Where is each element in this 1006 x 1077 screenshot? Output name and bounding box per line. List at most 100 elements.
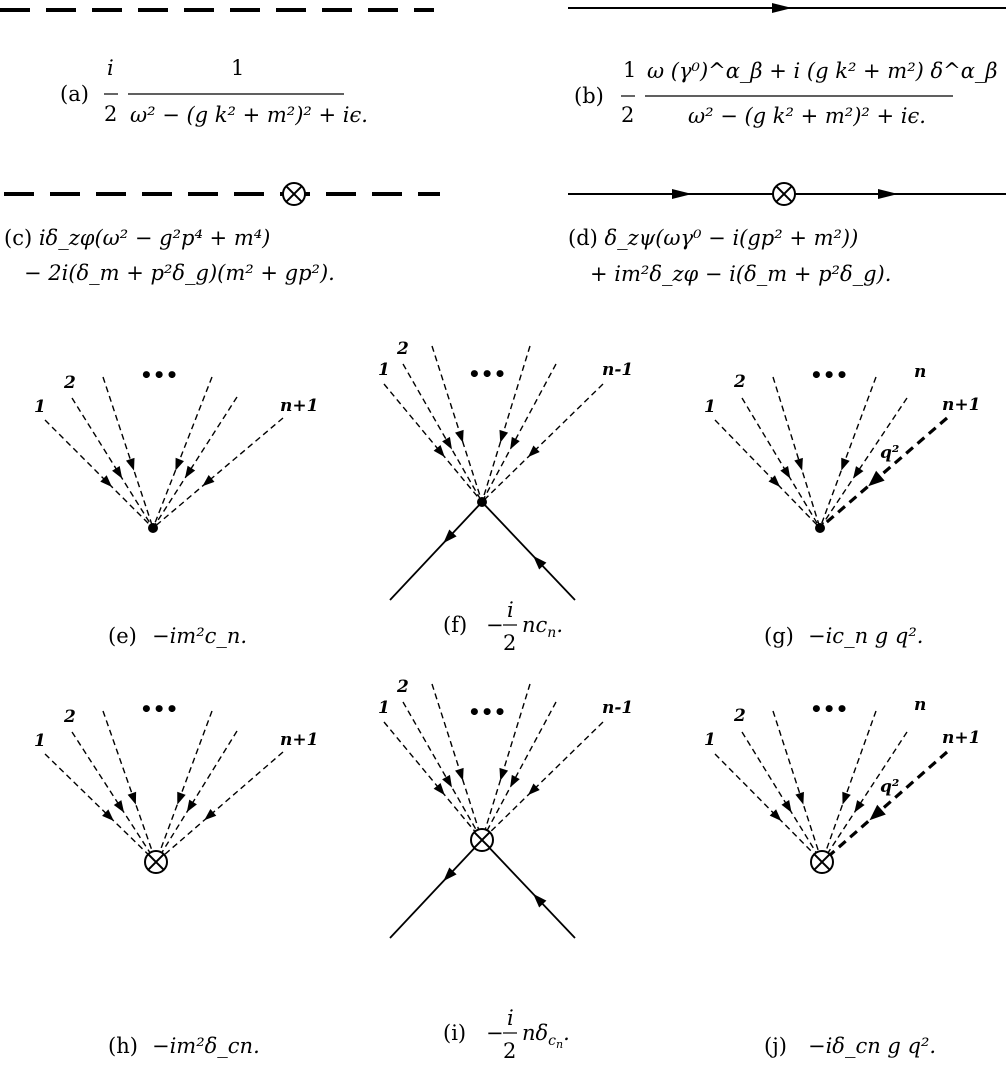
scalar-leg [741,731,823,863]
scalar-leg [402,701,483,841]
scalar-leg [481,701,557,841]
arrow-icon [442,774,452,788]
svg-text:nδcn.: nδcn. [522,1021,570,1051]
formula-c: (c) iδ_zφ(ω² − g²p⁴ + m⁴) − 2i(δ_m + p²δ… [4,226,335,285]
scalar-leg [481,383,604,503]
leg-label-1: 1 [34,731,46,751]
arrow-icon [113,800,125,813]
scalar-leg [772,710,823,863]
formula-d-line1: δ_zψ(ωγ⁰ − i(gp² + m²)) [605,226,859,250]
arrow-icon [769,809,782,821]
arrow-icon [878,189,898,199]
leg-label-n: n [914,362,926,382]
leg-label-n-plus-1: n+1 [280,730,318,750]
svg-text:1: 1 [623,58,636,82]
leg-label-2: 2 [733,372,746,392]
ellipsis-icon: ••• [140,697,178,721]
svg-text:2: 2 [503,631,516,655]
labels-j: 1 2 ••• n n+1 q² [704,695,980,797]
ellipsis-icon: ••• [468,700,506,724]
ellipsis-icon: ••• [468,362,506,386]
formula-j: −iδ_cn g q². [808,1034,936,1058]
scalar-leg [481,721,604,841]
arrow-icon [527,445,540,458]
arrow-icon [672,189,692,199]
arrow-icon [442,436,452,450]
scalar-leg [402,363,483,503]
arrow-icon [443,867,457,882]
caption-i-label: (i) [443,1021,466,1045]
leg-label-2: 2 [733,706,746,726]
leg-label-n-plus-1: n+1 [942,728,980,748]
leg-label-1: 1 [34,397,46,417]
leg-label-2: 2 [63,373,76,393]
leg-label-1: 1 [704,397,716,417]
leg-label-2: 2 [396,339,409,359]
fermion-leg [389,501,483,601]
heavy-scalar-leg [820,750,949,864]
arrow-icon [455,767,464,781]
formula-a: (a) i 2 1 ω² − (g k² + m²)² + iϵ. [60,56,368,127]
svg-text:2: 2 [621,103,634,127]
momentum-label-q2: q² [880,443,899,463]
svg-text:(d) δ_zψ(ωγ⁰ − i(gp² + m²)): (d) δ_zψ(ωγ⁰ − i(gp² + m²)) [568,226,858,250]
arrow-icon [102,809,114,821]
labels-e: 1 2 ••• n+1 [34,363,318,417]
ellipsis-icon: ••• [810,363,848,387]
counterterm-vertex-icon [772,182,796,206]
arrow-icon [443,529,457,544]
scalar-leg [152,376,213,529]
scalar-leg [383,383,483,503]
arrow-icon [186,799,197,813]
scalar-leg [481,363,557,503]
leg-label-n-plus-1: n+1 [942,395,980,415]
arrow-icon [175,457,184,471]
svg-text:−: − [486,613,504,637]
scalar-leg [821,731,908,863]
momentum-label-q2: q² [880,777,899,797]
vertex-dot-icon [148,523,158,533]
arrow-icon [533,555,547,570]
vertex-e [44,376,284,533]
formula-i: (i) − i 2 nδcn. [443,1006,570,1063]
svg-text:2: 2 [503,1039,516,1063]
formula-a-numerator: 1 [231,56,244,80]
arrow-icon [527,783,540,796]
labels-i: 1 2 ••• n-1 [378,677,633,724]
leg-label-1: 1 [378,698,390,718]
scalar-leg [152,417,284,529]
ellipsis-icon: ••• [810,697,848,721]
arrow-icon [794,457,803,471]
scalar-leg [44,419,154,529]
scalar-counterterm-c [4,182,440,206]
svg-text:−: − [486,1021,504,1045]
scalar-leg [714,753,823,863]
scalar-leg [155,751,284,863]
vertex-f [383,345,604,601]
arrow-icon [100,475,112,487]
ellipsis-icon: ••• [140,363,178,387]
scalar-leg [741,397,821,529]
scalar-leg [819,397,908,529]
leg-label-n: n [914,695,926,715]
svg-text:2: 2 [104,102,117,126]
scalar-leg [481,683,531,841]
scalar-leg [383,721,483,841]
svg-text:(c) iδ_zφ(ω² − g²p⁴ + m⁴): (c) iδ_zφ(ω² − g²p⁴ + m⁴) [4,226,270,250]
counterterm-vertex-icon [282,182,306,206]
svg-text:ncn.: ncn. [522,613,563,641]
scalar-leg [44,753,157,863]
fermion-leg [389,839,483,939]
arrow-icon [184,465,196,479]
arrow-icon [533,893,547,908]
fermion-leg [481,839,576,939]
arrow-icon [841,457,850,471]
labels-g: 1 2 ••• n n+1 q² [704,362,980,463]
vertex-i [383,683,604,939]
scalar-leg [102,376,154,529]
arrow-icon [510,774,520,788]
scalar-leg [821,710,877,863]
formula-b-denominator: ω² − (g k² + m²)² + iϵ. [688,104,926,128]
arrow-icon [499,429,509,443]
vertex-h [44,710,284,874]
